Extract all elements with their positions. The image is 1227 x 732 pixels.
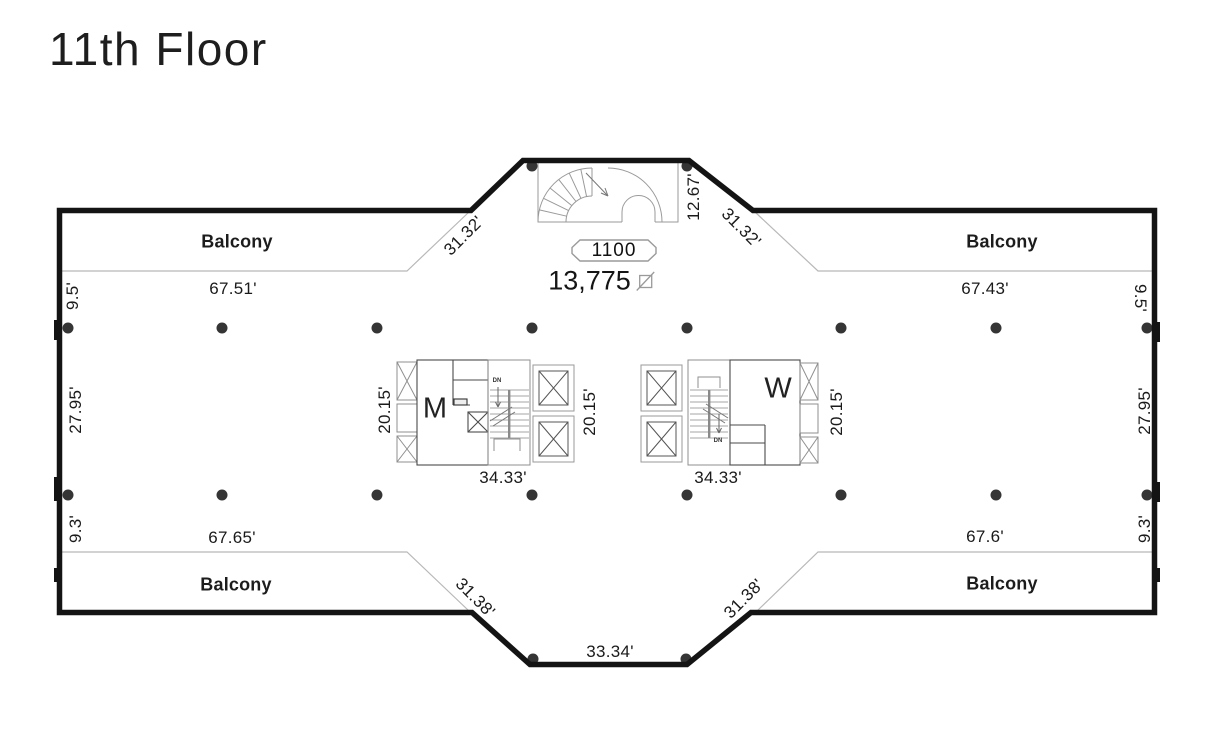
core-left <box>396 359 575 466</box>
square-feet-icon <box>635 271 655 291</box>
elevator-shafts-right <box>640 364 683 463</box>
dim-side-left: 27.95' <box>66 386 85 434</box>
balcony-label-bottom-right: Balcony <box>966 573 1038 594</box>
core-right <box>640 359 819 466</box>
stairwell-left <box>487 359 531 466</box>
balcony-boundary-lines <box>62 211 1152 612</box>
dim-balcony-depth-top-left: 9.5' <box>63 281 82 311</box>
dim-core-left-width: 34.33' <box>479 468 527 487</box>
suite-badge: 1100 <box>591 240 637 261</box>
room-label-mens: M <box>422 392 448 425</box>
stair-down-label-left: DN <box>492 378 502 384</box>
balcony-label-top-left: Balcony <box>201 231 273 252</box>
curved-stair <box>537 163 679 223</box>
dim-bottom-left-width: 67.65' <box>208 528 256 547</box>
stair-down-label-right: DN <box>713 438 723 444</box>
dim-balcony-depth-bottom-right: 9.3' <box>1135 514 1154 544</box>
dim-top-stub: 12.67' <box>684 173 703 221</box>
suite-area: 13,775 <box>548 266 656 297</box>
dim-core-left-depth-west: 20.15' <box>375 386 394 434</box>
dim-side-right: 27.95' <box>1135 387 1154 435</box>
dim-core-left-depth-east: 20.15' <box>580 388 599 436</box>
suite-badge-outline <box>571 239 657 262</box>
dim-core-right-width: 34.33' <box>694 468 742 487</box>
page-title: 11th Floor <box>49 23 268 75</box>
dim-top-right-width: 67.43' <box>961 279 1009 298</box>
shaft-boxes-west <box>396 361 418 463</box>
dim-top-left-width: 67.51' <box>209 279 257 298</box>
suite-area-value: 13,775 <box>548 265 631 296</box>
building-outline-walls <box>56 157 1158 668</box>
dim-core-right-depth-east: 20.15' <box>827 388 846 436</box>
shaft-boxes-east <box>799 362 819 464</box>
stairwell-right <box>687 359 731 466</box>
balcony-label-bottom-left: Balcony <box>200 574 272 595</box>
dim-balcony-depth-top-right: 9.5' <box>1131 283 1150 313</box>
balcony-label-top-right: Balcony <box>966 231 1038 252</box>
dim-bottom-width: 33.34' <box>586 642 634 661</box>
dim-bottom-right-width: 67.6' <box>966 527 1004 546</box>
room-label-womens: W <box>764 372 792 405</box>
elevator-shafts-left <box>532 364 575 463</box>
dim-balcony-depth-bottom-left: 9.3' <box>66 514 85 544</box>
